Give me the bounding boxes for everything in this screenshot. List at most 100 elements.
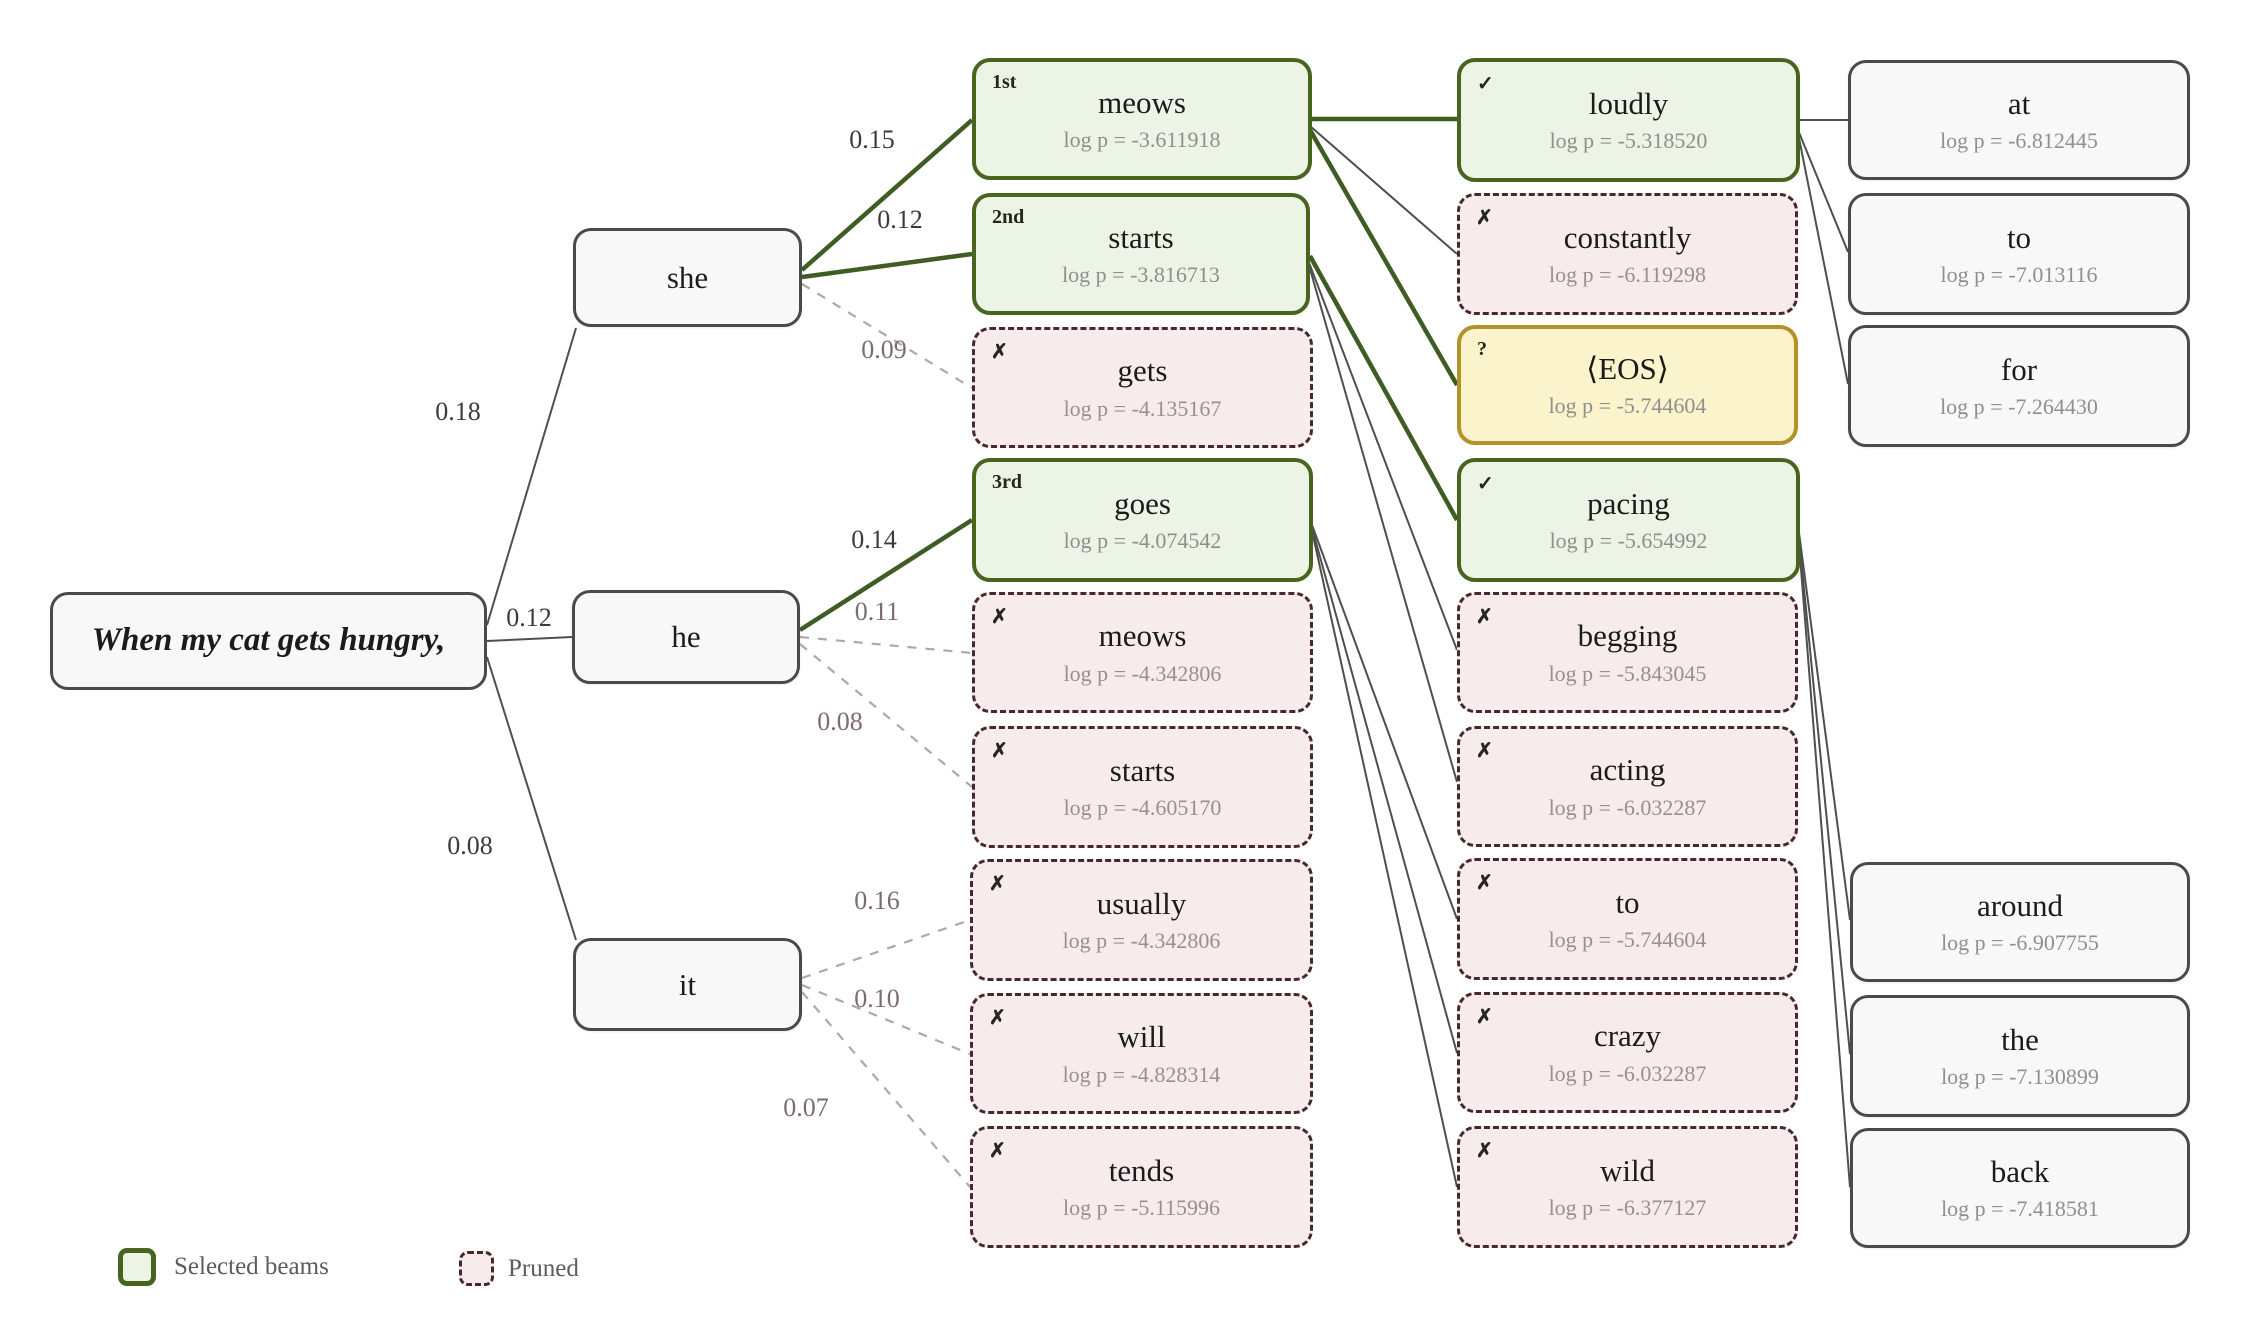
edge-label-he-meows2: 0.11 <box>854 597 900 626</box>
node-word: loudly <box>1588 85 1669 121</box>
edge-loudly-to <box>1797 129 1849 253</box>
node-badge-begging: ✗ <box>1476 606 1493 628</box>
node-word: When my cat gets hungry, <box>91 622 446 659</box>
node-badge-crazy: ✗ <box>1476 1006 1493 1028</box>
node-around: around log p = -6.907755 <box>1850 862 2190 982</box>
node-logp: log p = -5.744604 <box>1548 927 1707 953</box>
node-word: the <box>2001 1021 2039 1057</box>
node-badge-meows2: ✗ <box>991 606 1008 628</box>
node-word: usually <box>1096 885 1187 921</box>
node-badge-gets: ✗ <box>991 341 1008 363</box>
node-word: crazy <box>1593 1018 1662 1054</box>
edge-label-it-will: 0.10 <box>854 984 900 1013</box>
node-badge-to2: ✗ <box>1476 872 1493 894</box>
node-badge-pacing: ✓ <box>1477 473 1494 495</box>
node-logp: log p = -4.605170 <box>1063 795 1222 821</box>
node-logp: log p = -5.115996 <box>1062 1195 1221 1221</box>
edge-pacing-around <box>1797 524 1851 921</box>
edge-label-root-it: 0.08 <box>447 831 493 860</box>
edge-goes-to2 <box>1311 524 1458 920</box>
node-she: she <box>573 228 802 327</box>
node-word: for <box>2000 351 2038 387</box>
node-word: meows <box>1098 84 1186 120</box>
edge-root-he <box>486 636 573 642</box>
node-badge-meows1: 1st <box>992 71 1017 93</box>
node-eos: ?⟨EOS⟩log p = -5.744604 <box>1457 325 1798 445</box>
edge-he-starts2 <box>799 643 973 788</box>
edge-it-will <box>801 983 971 1056</box>
node-logp: log p = -7.418581 <box>1941 1196 2099 1222</box>
node-word: meows <box>1098 618 1187 654</box>
node-word: gets <box>1117 353 1168 389</box>
node-badge-usually: ✗ <box>989 873 1006 895</box>
edge-meows1-constantly <box>1309 125 1458 255</box>
edge-she-starts1 <box>801 251 973 280</box>
edge-label-he-starts2: 0.08 <box>817 707 863 736</box>
node-at: at log p = -6.812445 <box>1848 60 2190 180</box>
edge-label-she-gets: 0.09 <box>861 335 907 364</box>
edge-he-goes <box>798 518 974 632</box>
edge-loudly-for <box>1797 132 1849 385</box>
node-word: tends <box>1108 1152 1175 1188</box>
node-badge-constantly: ✗ <box>1476 207 1493 229</box>
node-word: starts <box>1109 752 1176 788</box>
node-it: it <box>573 938 802 1031</box>
edge-pacing-back <box>1797 530 1851 1188</box>
node-word: at <box>2007 85 2031 121</box>
node-badge-starts1: 2nd <box>992 206 1025 228</box>
node-badge-starts2: ✗ <box>991 740 1008 762</box>
node-badge-loudly: ✓ <box>1477 73 1494 95</box>
node-badge-will: ✗ <box>989 1007 1006 1029</box>
node-word: goes <box>1114 485 1171 521</box>
node-word: constantly <box>1563 219 1692 255</box>
edge-pacing-the <box>1797 527 1851 1055</box>
edge-goes-crazy <box>1311 527 1458 1054</box>
edge-starts1-begging <box>1307 259 1458 651</box>
edge-label-she-starts1: 0.12 <box>877 205 923 234</box>
node-logp: log p = -3.816713 <box>1062 262 1220 288</box>
edge-label-it-tends: 0.07 <box>783 1093 829 1122</box>
node-logp: log p = -6.032287 <box>1548 794 1707 820</box>
node-logp: log p = -6.119298 <box>1548 262 1707 288</box>
edge-meows1-eos <box>1308 128 1459 387</box>
node-logp: log p = -7.130899 <box>1941 1064 2099 1090</box>
node-the: the log p = -7.130899 <box>1850 995 2190 1117</box>
node-logp: log p = -6.377127 <box>1548 1195 1707 1221</box>
node-logp: log p = -6.907755 <box>1941 930 2099 956</box>
node-word: pacing <box>1587 485 1670 521</box>
node-word: around <box>1976 887 2064 923</box>
node-logp: log p = -6.812445 <box>1940 128 2098 154</box>
node-to: to log p = -7.013116 <box>1848 193 2190 315</box>
node-badge-wild: ✗ <box>1476 1140 1493 1162</box>
node-logp: log p = -4.828314 <box>1062 1061 1221 1087</box>
edge-label-root-he: 0.12 <box>506 603 552 632</box>
node-logp: log p = -7.013116 <box>1940 262 2098 288</box>
node-logp: log p = -5.318520 <box>1549 128 1708 154</box>
node-word: will <box>1117 1019 1166 1055</box>
edge-he-meows2 <box>799 635 973 655</box>
edge-it-tends <box>801 991 971 1188</box>
node-logp: log p = -5.843045 <box>1548 660 1707 686</box>
edge-she-meows1 <box>800 118 974 272</box>
edge-starts1-acting <box>1307 261 1458 783</box>
node-loudly: ✓ loudly log p = -5.318520 <box>1457 58 1800 182</box>
edge-root-it <box>486 656 577 941</box>
node-word: acting <box>1589 752 1666 788</box>
edge-goes-wild <box>1311 530 1458 1188</box>
node-he: he <box>572 590 800 684</box>
node-starts2: ✗ starts log p = -4.605170 <box>972 726 1313 848</box>
node-word: to <box>2006 219 2032 255</box>
node-logp: log p = -4.074542 <box>1063 528 1222 554</box>
node-word: ⟨EOS⟩ <box>1586 350 1669 386</box>
node-logp: log p = -4.342806 <box>1062 928 1221 954</box>
